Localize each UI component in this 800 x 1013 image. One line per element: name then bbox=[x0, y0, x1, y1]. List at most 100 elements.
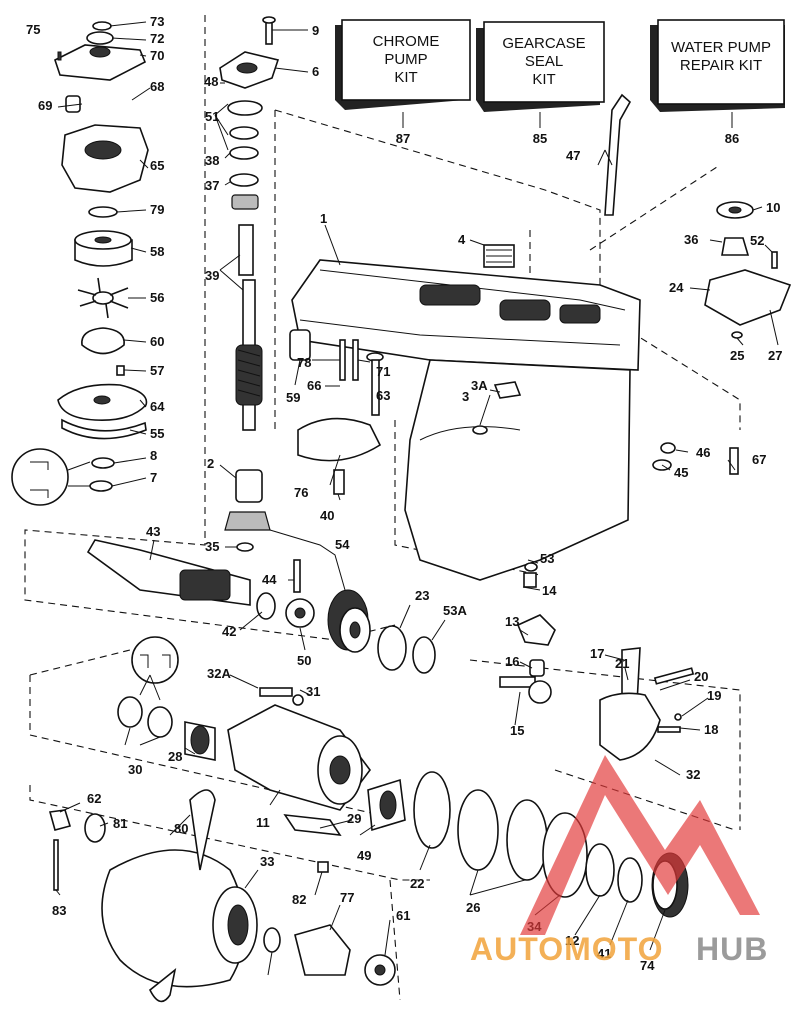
part-label-15: 15 bbox=[510, 723, 524, 738]
part-label-77: 77 bbox=[340, 890, 354, 905]
part-label-63: 63 bbox=[376, 388, 390, 403]
water-pump-parts bbox=[11, 21, 149, 506]
part-label-32A: 32A bbox=[207, 666, 231, 681]
kit-line: GEARCASE bbox=[502, 35, 585, 52]
part-label-31: 31 bbox=[306, 684, 320, 699]
kit-ref-87: 87 bbox=[396, 131, 410, 146]
part-label-74: 74 bbox=[640, 958, 655, 973]
part-label-29: 29 bbox=[347, 811, 361, 826]
part-label-12: 12 bbox=[565, 933, 579, 948]
kit-ref-86: 86 bbox=[725, 131, 739, 146]
part-label-73: 73 bbox=[150, 14, 164, 29]
watermark-logo: AUTOMOTO HUB bbox=[470, 755, 768, 967]
kit-box-gearcase-seal: GEARCASE SEAL KIT bbox=[476, 21, 605, 112]
part-label-28: 28 bbox=[168, 749, 182, 764]
kit-ref-85: 85 bbox=[533, 131, 547, 146]
part-label-51: 51 bbox=[205, 109, 219, 124]
part-label-6: 6 bbox=[312, 64, 319, 79]
propeller bbox=[101, 789, 258, 1003]
part-label-56: 56 bbox=[150, 290, 164, 305]
part-label-49: 49 bbox=[357, 848, 371, 863]
part-label-66: 66 bbox=[307, 378, 321, 393]
part-label-62: 62 bbox=[87, 791, 101, 806]
part-label-57: 57 bbox=[150, 363, 164, 378]
part-label-71: 71 bbox=[376, 364, 390, 379]
part-label-47: 47 bbox=[566, 148, 580, 163]
kit-box-water-pump: WATER PUMP REPAIR KIT bbox=[650, 19, 785, 112]
part-label-16: 16 bbox=[505, 654, 519, 669]
part-label-46: 46 bbox=[696, 445, 710, 460]
kit-line: REPAIR KIT bbox=[680, 57, 762, 74]
part-label-37: 37 bbox=[205, 178, 219, 193]
part-label-14: 14 bbox=[542, 583, 557, 598]
part-label-3: 3 bbox=[462, 389, 469, 404]
part-label-76: 76 bbox=[294, 485, 308, 500]
part-label-52: 52 bbox=[750, 233, 764, 248]
part-label-78: 78 bbox=[297, 355, 311, 370]
part-label-82: 82 bbox=[292, 892, 306, 907]
part-label-50: 50 bbox=[297, 653, 311, 668]
part-label-11: 11 bbox=[256, 815, 270, 830]
part-label-53A: 53A bbox=[443, 603, 467, 618]
part-label-65: 65 bbox=[150, 158, 164, 173]
part-label-10: 10 bbox=[766, 200, 780, 215]
mid-parts bbox=[86, 339, 556, 704]
part-label-35: 35 bbox=[205, 539, 219, 554]
part-label-55: 55 bbox=[150, 426, 164, 441]
part-label-81: 81 bbox=[113, 816, 127, 831]
part-label-79: 79 bbox=[150, 202, 164, 217]
part-label-64: 64 bbox=[150, 399, 165, 414]
part-label-3A: 3A bbox=[471, 378, 488, 393]
kit-line: CHROME bbox=[373, 33, 440, 50]
part-label-27: 27 bbox=[768, 348, 782, 363]
part-label-17: 17 bbox=[590, 646, 604, 661]
kit-line: KIT bbox=[532, 71, 555, 88]
part-label-18: 18 bbox=[704, 722, 718, 737]
part-label-22: 22 bbox=[410, 876, 424, 891]
part-label-44: 44 bbox=[262, 572, 277, 587]
part-label-59: 59 bbox=[286, 390, 300, 405]
part-label-26: 26 bbox=[466, 900, 480, 915]
part-label-38: 38 bbox=[205, 153, 219, 168]
part-label-67: 67 bbox=[752, 452, 766, 467]
part-label-58: 58 bbox=[150, 244, 164, 259]
kit-line: KIT bbox=[394, 69, 417, 86]
part-label-61: 61 bbox=[396, 908, 410, 923]
driveshaft-parts bbox=[219, 16, 280, 552]
part-label-30: 30 bbox=[128, 762, 142, 777]
part-label-48: 48 bbox=[204, 74, 218, 89]
watermark-text-part2: HUB bbox=[696, 931, 768, 967]
part-label-80: 80 bbox=[174, 821, 188, 836]
part-label-13: 13 bbox=[505, 614, 519, 629]
part-label-21: 21 bbox=[615, 656, 629, 671]
part-label-70: 70 bbox=[150, 48, 164, 63]
part-label-60: 60 bbox=[150, 334, 164, 349]
kit-line: WATER PUMP bbox=[671, 39, 771, 56]
part-label-36: 36 bbox=[684, 232, 698, 247]
upper-right-parts bbox=[604, 93, 792, 475]
part-label-53: 53 bbox=[540, 551, 554, 566]
part-label-69: 69 bbox=[38, 98, 52, 113]
part-label-42: 42 bbox=[222, 624, 236, 639]
part-label-2: 2 bbox=[207, 456, 214, 471]
kit-line: PUMP bbox=[384, 51, 427, 68]
part-label-45: 45 bbox=[674, 465, 688, 480]
part-label-20: 20 bbox=[694, 669, 708, 684]
kit-line: SEAL bbox=[525, 53, 563, 70]
part-label-72: 72 bbox=[150, 31, 164, 46]
part-label-68: 68 bbox=[150, 79, 164, 94]
shift-mechanism bbox=[599, 647, 695, 761]
part-label-83: 83 bbox=[52, 903, 66, 918]
part-label-43: 43 bbox=[146, 524, 160, 539]
part-label-39: 39 bbox=[205, 268, 219, 283]
kit-box-chrome-pump: CHROME PUMP KIT bbox=[335, 19, 471, 110]
part-label-75: 75 bbox=[26, 22, 40, 37]
part-label-23: 23 bbox=[415, 588, 429, 603]
part-label-1: 1 bbox=[320, 211, 327, 226]
watermark-text-part1: AUTOMOTO bbox=[470, 931, 663, 967]
driveshaft-spring bbox=[235, 344, 263, 406]
part-label-8: 8 bbox=[150, 448, 157, 463]
gearcase-housing bbox=[289, 244, 641, 581]
part-label-54: 54 bbox=[335, 537, 350, 552]
